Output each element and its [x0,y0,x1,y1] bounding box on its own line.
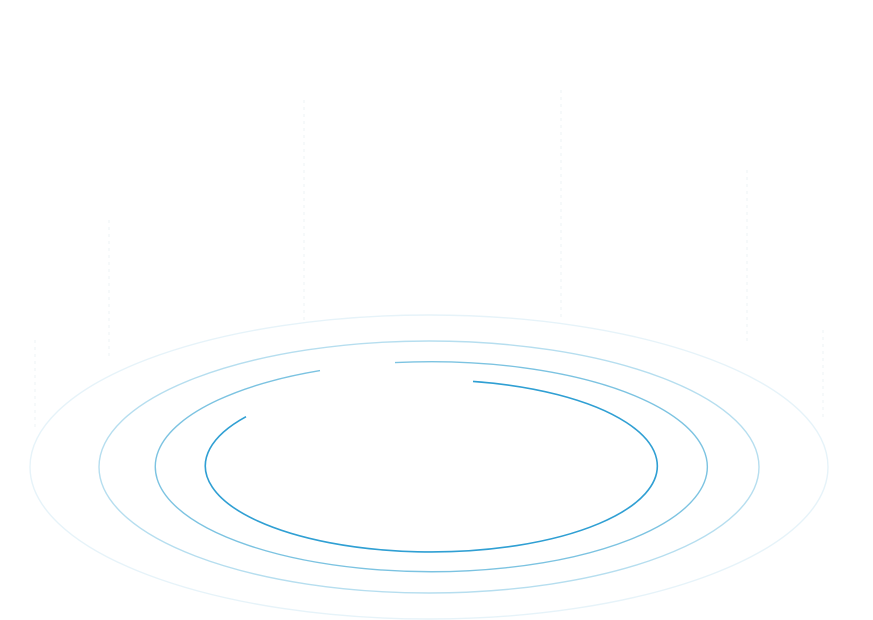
ring-inner [204,380,659,553]
ring-outer [29,314,829,620]
vertical-guide-lines [34,90,824,430]
ring-second [98,340,760,594]
ring-third [154,361,708,573]
